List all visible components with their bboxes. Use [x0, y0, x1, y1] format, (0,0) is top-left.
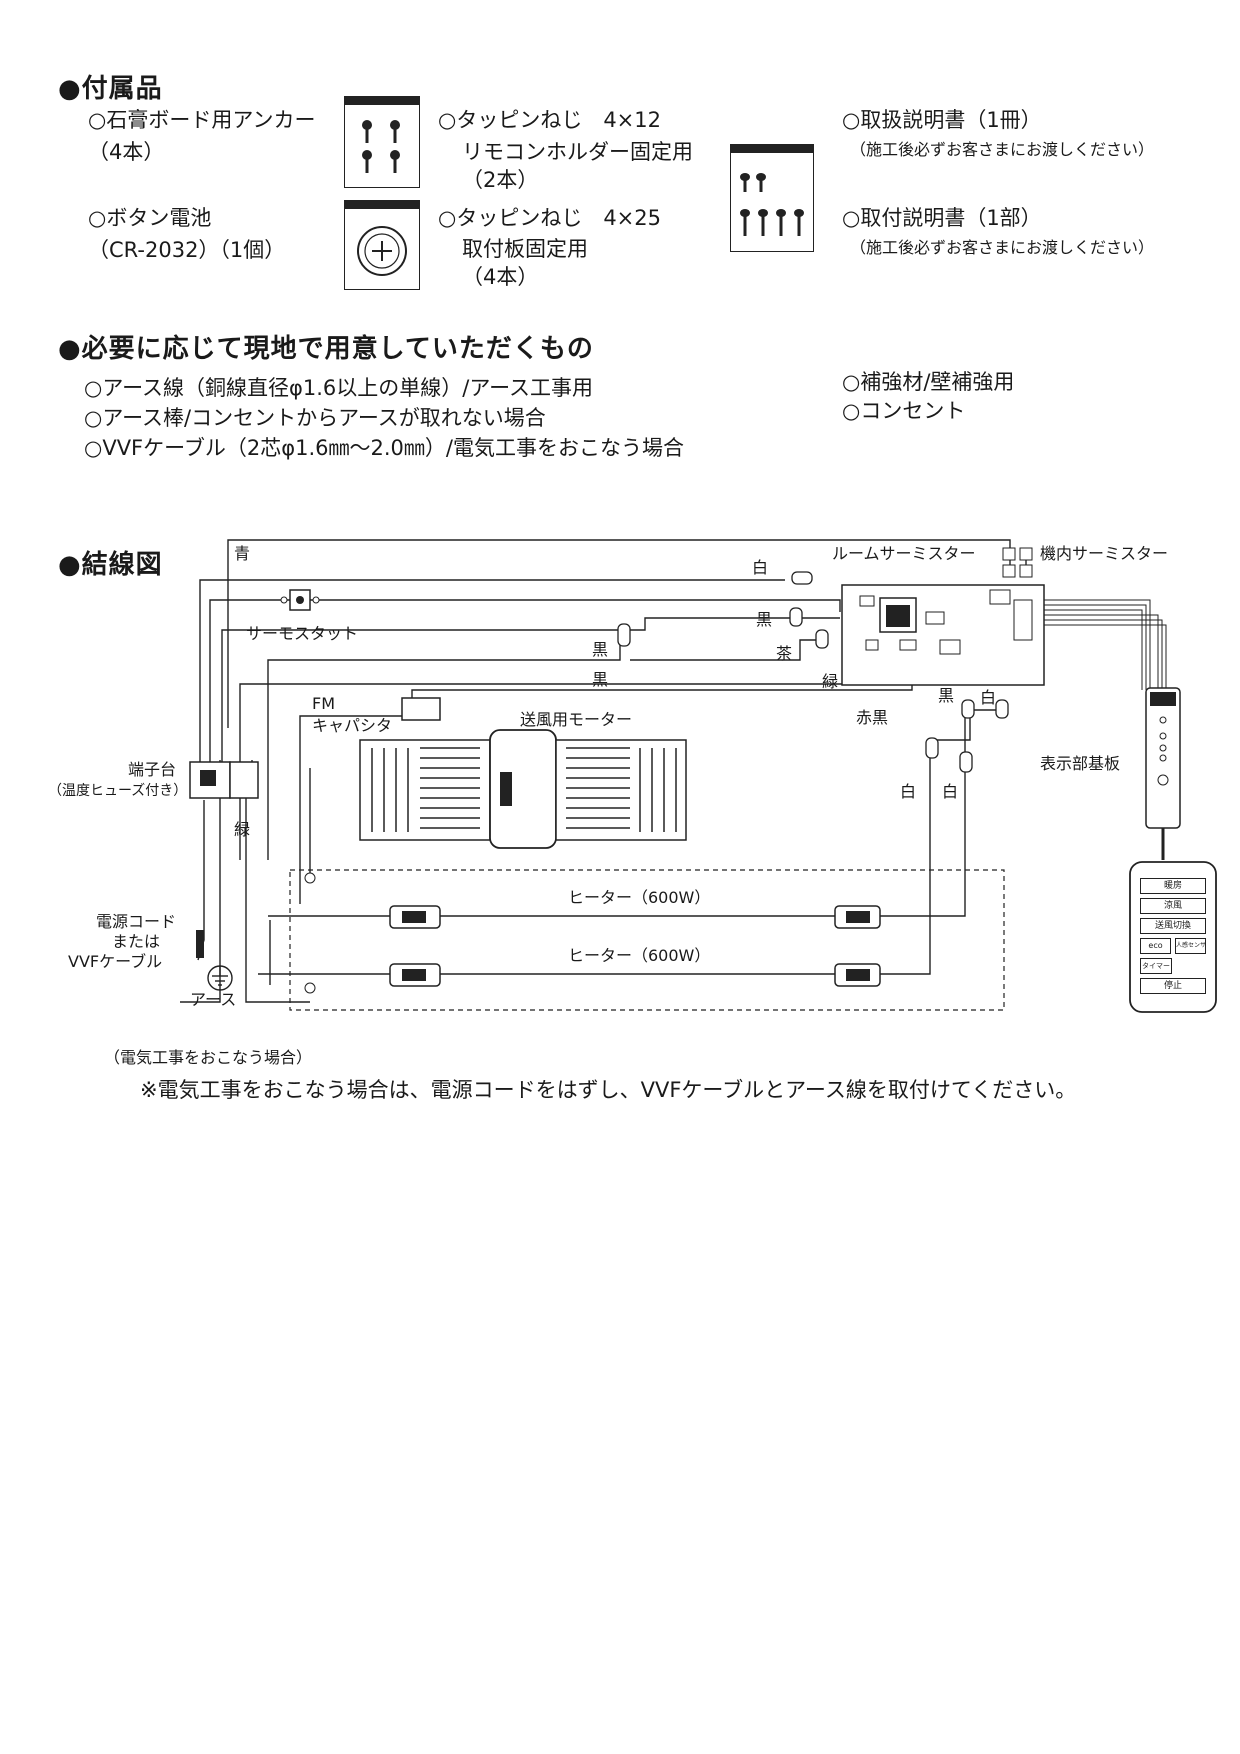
label-fm: FM	[312, 694, 336, 713]
anchor-qty: （4本）	[88, 140, 165, 164]
label-white-4: 白	[942, 782, 959, 801]
anchor-bag-icon	[344, 96, 420, 188]
label-room-thermistor: ルームサーミスター	[832, 544, 976, 563]
label-black-2: 黒	[592, 640, 609, 659]
manual-ops-name: ○取扱説明書（1冊）	[842, 108, 1042, 132]
label-blue: 青	[234, 544, 251, 563]
screw12-use: リモコンホルダー固定用	[462, 140, 693, 164]
label-blower-motor: 送風用モーター	[520, 710, 633, 729]
label-red-black: 赤黒	[856, 708, 889, 727]
anchor-name: ○石膏ボード用アンカー	[88, 108, 316, 132]
remote-button-sensor[interactable]: 人感センサー	[1175, 938, 1206, 954]
label-green-2: 緑	[234, 820, 251, 839]
label-capacitor: キャパシタ	[312, 716, 393, 735]
label-brown: 茶	[776, 644, 793, 663]
manual-install-note: （施工後必ずお客さまにお渡しください）	[850, 238, 1155, 257]
wiring-heading: ●結線図	[58, 550, 163, 580]
onsite-item: ○コンセント	[842, 399, 966, 423]
screw12-name: ○タッピンねじ 4×12	[438, 108, 662, 132]
screw25-name: ○タッピンねじ 4×25	[438, 206, 662, 230]
battery-name: ○ボタン電池	[88, 206, 212, 230]
label-black-1: 黒	[756, 610, 773, 629]
label-black-3: 黒	[592, 670, 609, 689]
remote-button-cool[interactable]: 涼風	[1140, 898, 1206, 914]
label-vvf: VVFケーブル	[68, 952, 163, 971]
remote-control: 暖房 涼風 送風切換 eco 人感センサー タイマー 停止	[1140, 878, 1206, 994]
label-or: または	[112, 932, 161, 951]
label-display-board: 表示部基板	[1040, 754, 1121, 773]
label-terminal-block: 端子台	[128, 760, 177, 779]
label-heater-1: ヒーター（600W）	[568, 888, 711, 907]
label-temp-fuse: （温度ヒューズ付き）	[48, 783, 188, 799]
screw25-qty: （4本）	[462, 265, 539, 289]
onsite-item: ○アース線（銅線直径φ1.6以上の単線）/アース工事用	[84, 376, 594, 400]
manual-install-name: ○取付説明書（1部）	[842, 206, 1042, 230]
remote-button-eco[interactable]: eco	[1140, 938, 1171, 954]
onsite-item: ○VVFケーブル（2芯φ1.6㎜～2.0㎜）/電気工事をおこなう場合	[84, 436, 684, 460]
remote-button-heat[interactable]: 暖房	[1140, 878, 1206, 894]
label-white-3: 白	[900, 782, 917, 801]
label-power-cord: 電源コード	[96, 912, 177, 931]
manual-ops-note: （施工後必ずお客さまにお渡しください）	[850, 140, 1155, 159]
label-heater-2: ヒーター（600W）	[568, 946, 711, 965]
battery-detail: （CR-2032）（1個）	[88, 238, 286, 262]
label-thermostat: サーモスタット	[246, 624, 359, 643]
remote-button-stop[interactable]: 停止	[1140, 978, 1206, 994]
screw25-use: 取付板固定用	[462, 237, 588, 261]
screw12-qty: （2本）	[462, 168, 539, 192]
accessories-heading: ●付属品	[58, 74, 163, 104]
onsite-item: ○補強材/壁補強用	[842, 370, 1015, 394]
footer-note-small: （電気工事をおこなう場合）	[104, 1048, 313, 1067]
onsite-item: ○アース棒/コンセントからアースが取れない場合	[84, 406, 546, 430]
wiring-diagram	[180, 539, 1217, 1013]
label-earth: アース	[190, 990, 237, 1009]
label-white-2: 白	[980, 688, 997, 707]
battery-bag-icon	[344, 200, 420, 290]
label-black-4: 黒	[938, 686, 955, 705]
screw-bag-icon	[730, 144, 814, 252]
footer-note-main: ※電気工事をおこなう場合は、電源コードをはずし、VVFケーブルとアース線を取付け…	[140, 1078, 1077, 1102]
label-white-top: 白	[752, 558, 769, 577]
label-internal-thermistor: 機内サーミスター	[1040, 544, 1169, 563]
onsite-heading: ●必要に応じて現地で用意していただくもの	[58, 334, 594, 364]
label-green-1: 緑	[822, 672, 839, 691]
remote-button-fan[interactable]: 送風切換	[1140, 918, 1206, 934]
remote-button-timer[interactable]: タイマー	[1140, 958, 1172, 974]
